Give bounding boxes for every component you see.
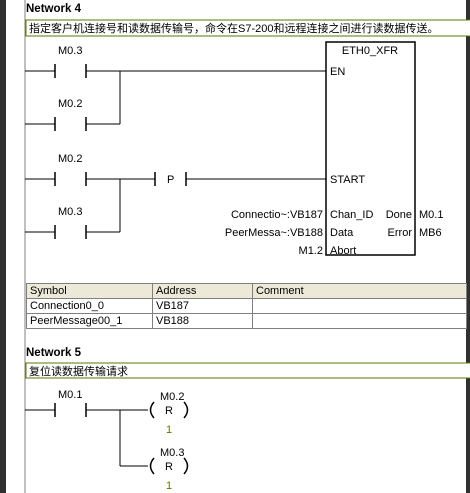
coil-type: R	[165, 405, 173, 417]
network5-comment-box[interactable]	[25, 362, 470, 379]
pulse-label: P	[167, 174, 174, 186]
pin-error: Error	[388, 227, 413, 239]
pin-done: Done	[386, 209, 412, 221]
positive-transition-contact[interactable]: P	[154, 172, 187, 186]
contact-operand: M0.3	[58, 206, 82, 218]
coil-operand: M0.3	[160, 447, 184, 459]
block-name: ETH0_XFR	[342, 45, 398, 57]
param-data[interactable]: PeerMessa~:VB188	[225, 227, 323, 239]
cell-address[interactable]: VB188	[152, 313, 253, 329]
pin-en: EN	[330, 66, 345, 78]
network4-title[interactable]: Network 4	[26, 3, 82, 15]
network4-comment: 指定客户机连接号和读数据传输号，命令在S7-200和远程连接之间进行读数据传送。	[29, 21, 438, 35]
contact-operand: M0.3	[58, 45, 82, 57]
pin-start: START	[330, 174, 365, 186]
cell-symbol[interactable]: Connection0_0	[26, 298, 153, 314]
param-abort[interactable]: M1.2	[299, 245, 323, 257]
network5-title[interactable]: Network 5	[26, 347, 82, 359]
pin-abort: Abort	[330, 245, 356, 257]
eth0-xfr-block[interactable]: ETH0_XFR EN START Chan_ID Data Abort Don…	[325, 41, 416, 257]
coil-type: R	[165, 461, 173, 473]
left-border	[0, 0, 6, 493]
table-row[interactable]: Connection0_0 VB187	[26, 298, 467, 314]
reset-coil-m0-2[interactable]: M0.2 R 1	[149, 391, 189, 436]
param-done[interactable]: M0.1	[419, 209, 443, 221]
contact-operand: M0.2	[58, 153, 82, 165]
contact-operand: M0.2	[58, 98, 82, 110]
pin-chan-id: Chan_ID	[330, 209, 373, 221]
right-border	[466, 0, 470, 493]
reset-coil-m0-3[interactable]: M0.3 R 1	[149, 447, 189, 492]
header-comment[interactable]: Comment	[252, 283, 467, 299]
contact-operand: M0.1	[58, 389, 82, 401]
coil-count: 1	[166, 424, 172, 436]
cell-address[interactable]: VB187	[152, 298, 253, 314]
pin-data: Data	[330, 227, 354, 239]
cell-comment[interactable]	[252, 298, 467, 314]
contact-no-m0-3[interactable]: M0.3	[54, 45, 87, 78]
symbol-table-header: Symbol Address Comment	[26, 283, 467, 299]
coil-operand: M0.2	[160, 391, 184, 403]
cell-symbol[interactable]: PeerMessage00_1	[26, 313, 153, 329]
cell-comment[interactable]	[252, 313, 467, 329]
symbol-table: Symbol Address Comment Connection0_0 VB1…	[26, 283, 467, 329]
param-chan-id[interactable]: Connectio~:VB187	[231, 209, 323, 221]
contact-no-m0-2-start[interactable]: M0.2	[54, 153, 87, 186]
contact-no-m0-2[interactable]: M0.2	[54, 98, 87, 131]
param-error[interactable]: MB6	[419, 227, 442, 239]
network4-comment-box[interactable]	[25, 19, 470, 37]
coil-count: 1	[166, 480, 172, 492]
table-row[interactable]: PeerMessage00_1 VB188	[26, 313, 467, 329]
contact-no-m0-3-start[interactable]: M0.3	[54, 206, 87, 239]
header-address[interactable]: Address	[152, 283, 253, 299]
network5-comment: 复位读数据传输请求	[29, 364, 128, 378]
contact-no-m0-1[interactable]: M0.1	[54, 389, 87, 417]
header-symbol[interactable]: Symbol	[26, 283, 153, 299]
